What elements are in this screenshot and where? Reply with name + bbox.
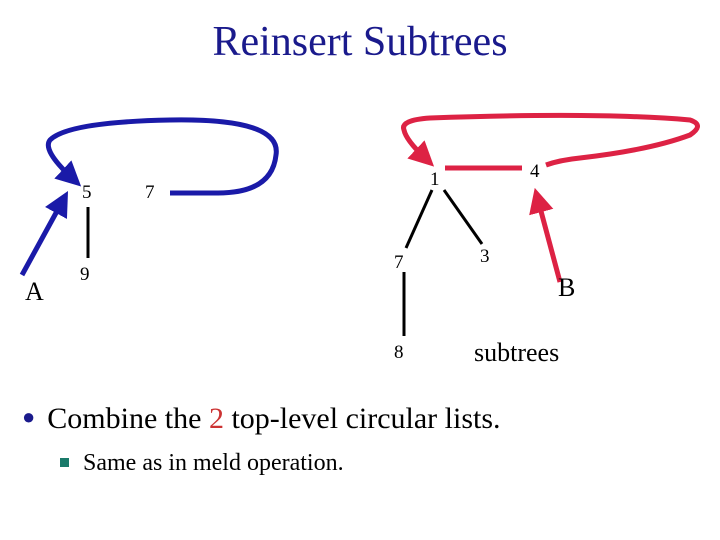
node-7-right: 7 xyxy=(394,252,404,273)
node-7-left: 7 xyxy=(145,182,155,203)
bullet-combine: ● Combine the 2 top-level circular lists. xyxy=(22,402,501,436)
pointer-a-arrow xyxy=(19,191,69,277)
edge-1-3 xyxy=(442,189,484,245)
node-3: 3 xyxy=(480,246,490,267)
bullet-dot-icon: ● xyxy=(22,404,36,429)
node-5: 5 xyxy=(82,182,92,203)
sub-bullet-meld: Same as in meld operation. xyxy=(60,450,344,477)
node-8: 8 xyxy=(394,342,404,363)
pointer-b-label: B xyxy=(558,273,575,302)
sub-bullet-text: Same as in meld operation. xyxy=(83,450,344,476)
sub-bullet-square-icon xyxy=(60,458,69,467)
subtrees-label: subtrees xyxy=(474,338,559,367)
node-4: 4 xyxy=(530,161,540,182)
edge-1-7 xyxy=(404,189,434,249)
node-9: 9 xyxy=(80,264,90,285)
right-circular-link xyxy=(407,127,697,190)
node-1: 1 xyxy=(430,169,440,190)
bullet-suffix: top-level circular lists. xyxy=(223,402,501,435)
bullet-prefix: Combine the xyxy=(47,402,209,435)
right-circular-arrow xyxy=(401,112,700,168)
pointer-b-arrow xyxy=(529,187,563,283)
pointer-a-label: A xyxy=(25,277,44,306)
bullet-count: 2 xyxy=(208,402,224,435)
left-circular-link xyxy=(45,117,279,196)
slide-title: Reinsert Subtrees xyxy=(212,19,508,65)
